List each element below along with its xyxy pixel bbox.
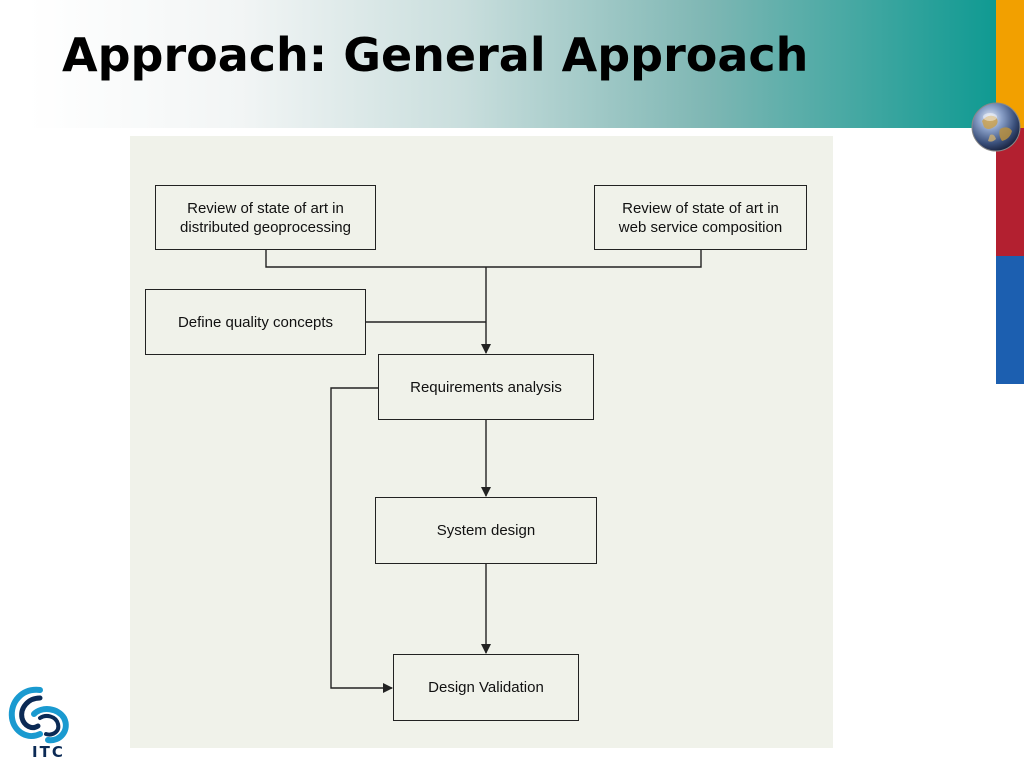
node-label: Review of state of art in distributed ge… — [180, 199, 351, 236]
node-review-web-service: Review of state of art in web service co… — [594, 185, 807, 250]
node-requirements-analysis: Requirements analysis — [378, 354, 594, 420]
node-review-geoprocessing: Review of state of art in distributed ge… — [155, 185, 376, 250]
node-label: Design Validation — [428, 679, 544, 696]
side-color-bars — [996, 0, 1024, 384]
node-label: Review of state of art in web service co… — [618, 199, 783, 236]
logo-text: ITC — [32, 743, 65, 761]
review-merge-connector — [265, 250, 702, 268]
feedback-arrow-to-validation — [330, 387, 393, 693]
node-define-quality: Define quality concepts — [145, 289, 366, 355]
blue-bar — [996, 256, 1024, 384]
node-label: Define quality concepts — [177, 313, 334, 331]
node-design-validation: Design Validation — [393, 654, 579, 721]
header-band — [28, 0, 996, 128]
node-system-design: System design — [375, 497, 597, 564]
node-label: Requirements analysis — [410, 378, 562, 396]
itc-logo-icon — [8, 686, 69, 744]
globe-icon — [971, 102, 1021, 152]
diagram-connectors — [130, 136, 833, 748]
slide-title: Approach: General Approach — [62, 28, 809, 82]
node-label: System design — [436, 522, 536, 539]
diagram-panel: Review of state of art in distributed ge… — [130, 136, 833, 748]
